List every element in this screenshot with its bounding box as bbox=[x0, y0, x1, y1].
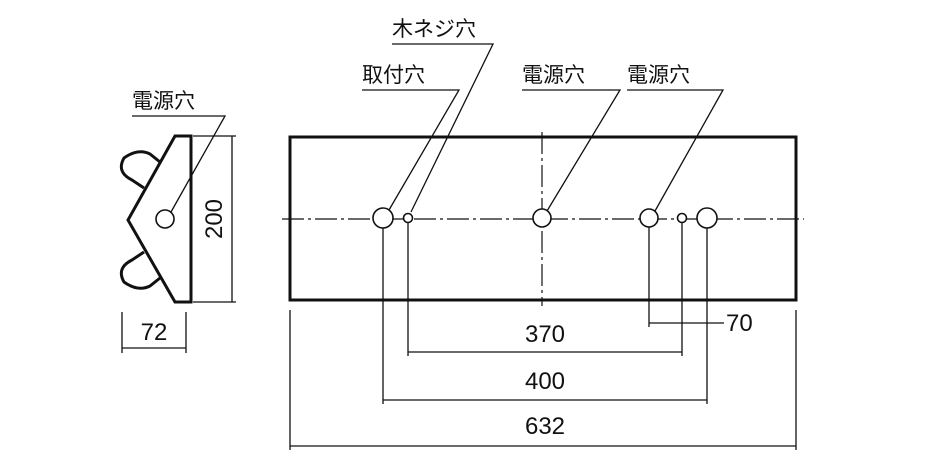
power-hole-center-leader bbox=[522, 89, 622, 212]
power-hole-center bbox=[532, 208, 552, 228]
mounting-hole-left bbox=[372, 207, 394, 229]
side-view-upper-lobe bbox=[119, 150, 161, 190]
mounting-hole-leader bbox=[362, 89, 461, 211]
wood-screw-label: 木ネジ穴 bbox=[392, 17, 476, 41]
side-hole-label: 電源穴 bbox=[132, 89, 195, 113]
wood-screw-leader bbox=[392, 43, 495, 213]
mounting-hole-label: 取付穴 bbox=[362, 63, 425, 87]
side-height-dim: 200 bbox=[201, 199, 228, 239]
dim632-value: 632 bbox=[525, 413, 565, 440]
side-width-dim: 72 bbox=[141, 319, 168, 346]
side-power-hole bbox=[155, 209, 175, 229]
side-view: 電源穴 200 72 bbox=[119, 89, 236, 353]
power-hole-right-leader bbox=[627, 89, 725, 212]
power-hole-center-label: 電源穴 bbox=[522, 63, 585, 87]
wood-screw-hole-right bbox=[676, 212, 688, 224]
side-hole-leader bbox=[132, 115, 227, 213]
dim400-value: 400 bbox=[525, 368, 565, 395]
dim370-value: 370 bbox=[525, 321, 565, 348]
dim70-value: 70 bbox=[726, 310, 753, 337]
power-hole-right-label: 電源穴 bbox=[627, 63, 690, 87]
wood-screw-hole bbox=[402, 212, 414, 224]
side-view-lower-lobe bbox=[119, 250, 161, 290]
side-view-body bbox=[126, 134, 193, 304]
mounting-hole-right bbox=[696, 207, 718, 229]
power-hole-right bbox=[639, 208, 659, 228]
front-view: 木ネジ穴 取付穴 電源穴 電源穴 70 370 400 632 bbox=[282, 17, 804, 450]
